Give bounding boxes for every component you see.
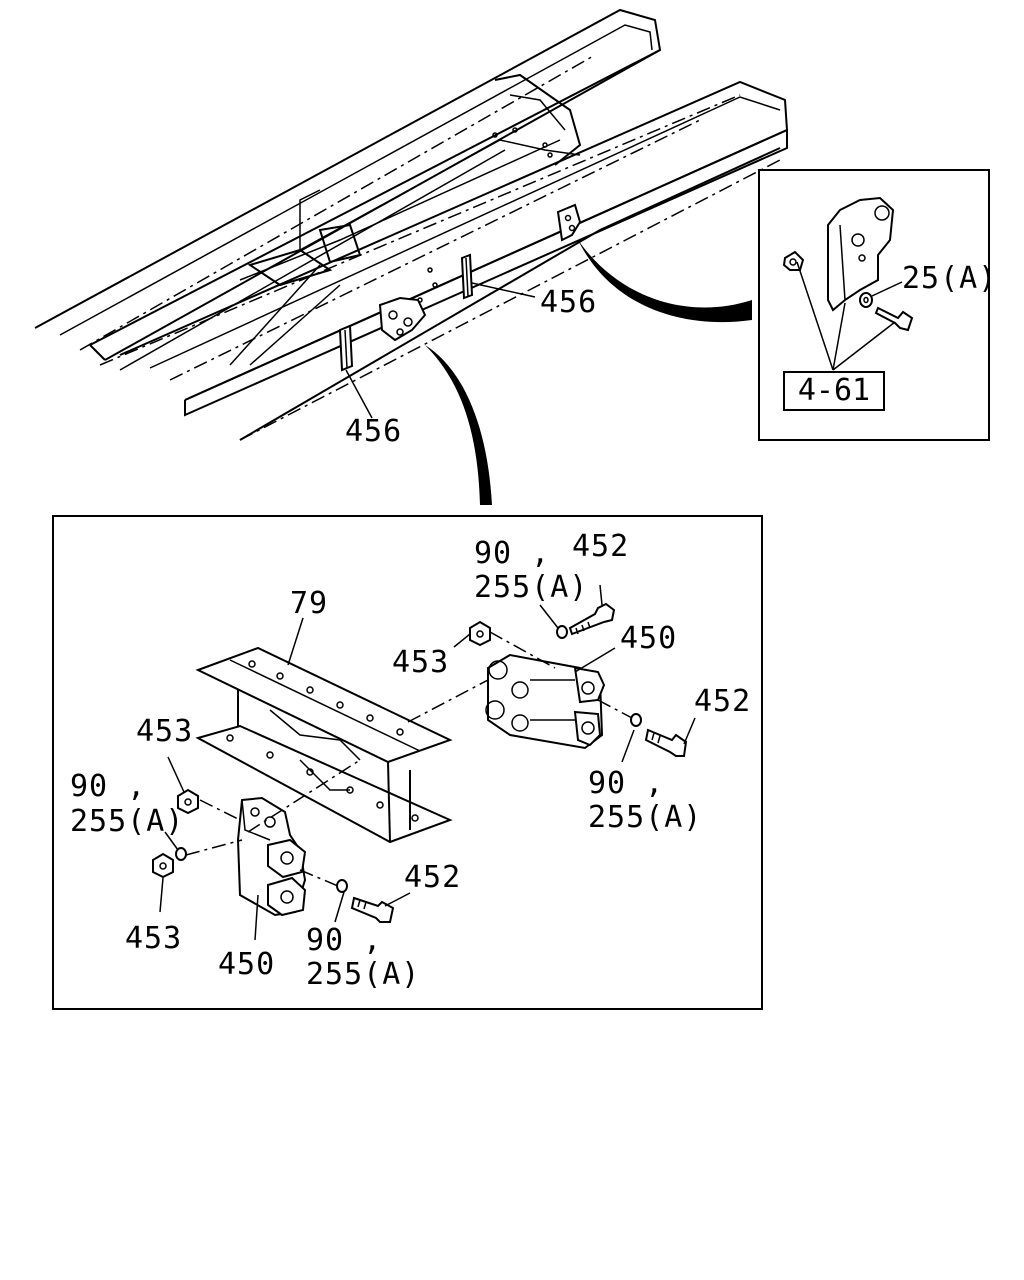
bracket-450-left — [236, 796, 307, 917]
detail-arrow-right — [578, 240, 752, 323]
leader-25a — [871, 281, 903, 297]
leaders-detail — [159, 584, 696, 941]
label-456-lower: 456 — [345, 414, 403, 449]
label-90-top: 90 , — [474, 536, 551, 571]
label-453-left-lower: 453 — [125, 921, 183, 956]
inset-nut — [782, 250, 805, 271]
label-255a-left: 255(A) — [70, 804, 185, 839]
bolt-452-bottom — [350, 896, 395, 923]
washer-bottom — [336, 879, 348, 893]
label-456-upper: 456 — [540, 285, 598, 320]
label-255a-bottom: 255(A) — [306, 957, 421, 992]
detail-arrow-down — [425, 345, 492, 505]
label-452-right: 452 — [694, 684, 752, 719]
label-452-bottom: 452 — [404, 860, 462, 895]
assembly-lines — [185, 631, 633, 887]
leader-456-upper — [471, 282, 536, 298]
reference-box-4-61: 4-61 — [783, 371, 885, 411]
inset-bracket — [827, 196, 895, 312]
channel-456-lower — [338, 324, 354, 372]
label-453-left-upper: 453 — [136, 714, 194, 749]
nut-453-left-lower — [152, 852, 174, 879]
washer-right — [630, 713, 642, 727]
nut-453-center — [469, 620, 491, 647]
washer-top — [556, 625, 568, 639]
label-90-left: 90 , — [70, 769, 147, 804]
label-255a-right: 255(A) — [588, 800, 703, 835]
bolt-452-right — [644, 728, 688, 757]
bolt-452-top — [568, 602, 616, 636]
label-450-left: 450 — [218, 947, 276, 982]
leader-4-61 — [796, 261, 896, 371]
inset-bolt — [874, 306, 914, 332]
label-25a: 25(A) — [902, 261, 998, 296]
label-450-right: 450 — [620, 621, 678, 656]
inset-frame — [758, 169, 990, 441]
leader-79 — [287, 617, 304, 666]
leader-456-lower — [345, 369, 373, 419]
chassis-frame — [34, 8, 789, 441]
label-90-right: 90 , — [588, 766, 665, 801]
frame-bracket-small — [556, 203, 582, 242]
label-453-center: 453 — [392, 645, 450, 680]
nut-453-left-upper — [177, 788, 199, 815]
frame-hanger-bracket — [378, 296, 427, 342]
detail-frame — [52, 515, 763, 1010]
label-90-bottom: 90 , — [306, 923, 383, 958]
label-79: 79 — [290, 586, 329, 621]
label-452-top: 452 — [572, 529, 630, 564]
label-255a-top: 255(A) — [474, 570, 589, 605]
washer-left — [175, 847, 187, 861]
channel-456-upper — [460, 253, 474, 300]
bracket-450-right — [485, 653, 606, 750]
inset-washer — [859, 292, 873, 308]
